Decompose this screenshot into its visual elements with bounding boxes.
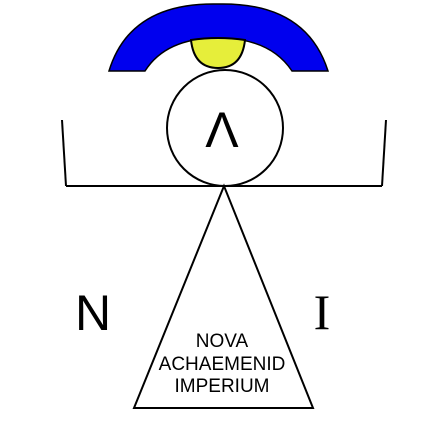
yellow-sun-icon (189, 36, 247, 70)
motto-line-2: ACHAEMENID (159, 354, 286, 375)
motto-line-3: IMPERIUM (175, 376, 270, 397)
head-glyph: Λ (205, 102, 239, 158)
motto-line-1: NOVA (196, 331, 249, 352)
left-letter: N (75, 285, 111, 341)
right-letter: I (314, 284, 331, 340)
triangle-body-icon (132, 183, 315, 409)
